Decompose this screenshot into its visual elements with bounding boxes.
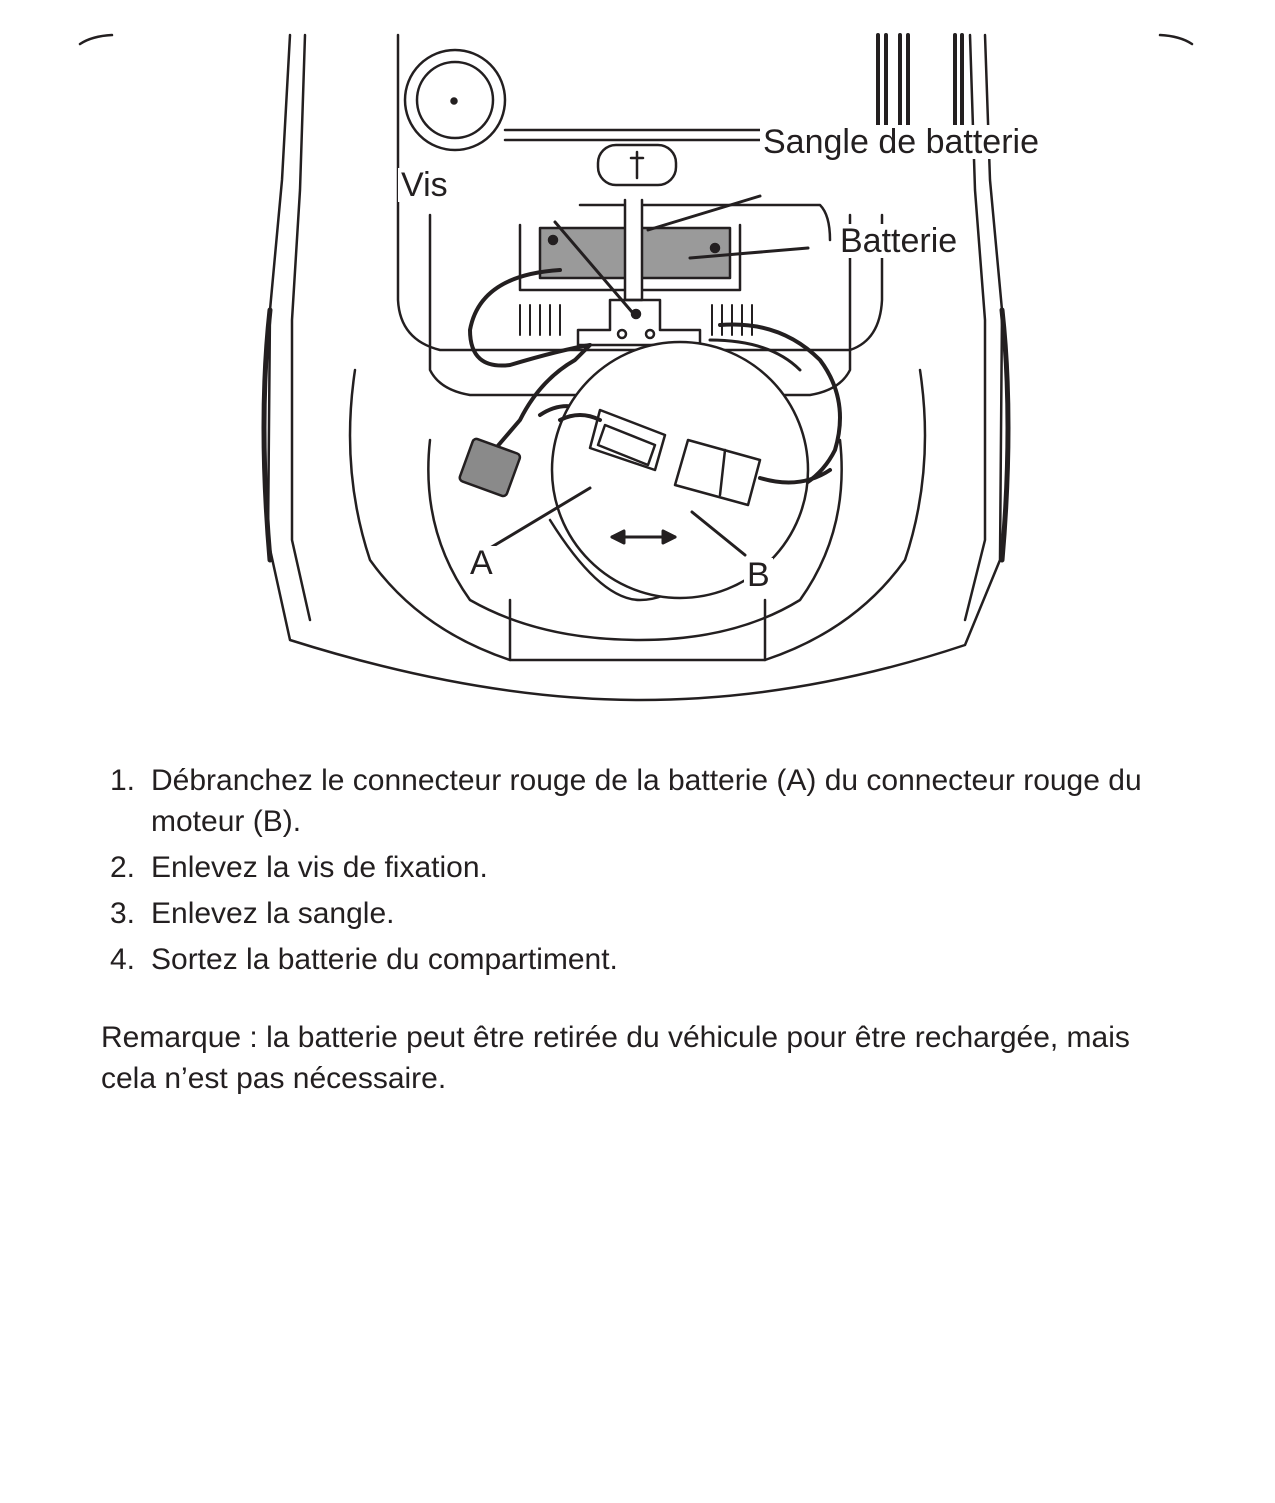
step-item: 1. Débranchez le connecteur rouge de la … bbox=[101, 760, 1181, 842]
step-item: 3. Enlevez la sangle. bbox=[101, 893, 1181, 934]
label-b: B bbox=[744, 558, 773, 592]
leader-strap bbox=[646, 194, 762, 232]
leader-vis bbox=[553, 220, 634, 314]
step-number: 2. bbox=[109, 851, 135, 884]
corner-mark-left bbox=[78, 33, 114, 46]
corner-mark-right bbox=[1158, 33, 1194, 46]
step-text: Enlevez la vis de fixation. bbox=[151, 851, 488, 884]
step-number: 4. bbox=[109, 943, 135, 976]
step-item: 4. Sortez la batterie du compartiment. bbox=[101, 939, 1181, 980]
connector-b-zoomed bbox=[673, 438, 832, 507]
step-text: Sortez la batterie du compartiment. bbox=[151, 943, 618, 976]
connector-a-zoomed bbox=[558, 408, 667, 472]
leader-battery bbox=[688, 246, 810, 260]
vehicle-body-outline bbox=[266, 33, 1004, 702]
step-number: 3. bbox=[109, 897, 135, 930]
step-item: 2. Enlevez la vis de fixation. bbox=[101, 847, 1181, 888]
label-battery-strap: Sangle de batterie bbox=[760, 125, 1042, 159]
label-a: A bbox=[467, 546, 496, 580]
step-number: 1. bbox=[109, 764, 135, 797]
leader-a bbox=[488, 486, 592, 550]
battery-connector bbox=[458, 437, 522, 498]
step-text: Débranchez le connecteur rouge de la bat… bbox=[151, 764, 1142, 838]
instruction-steps: 1. Débranchez le connecteur rouge de la … bbox=[101, 760, 1181, 985]
label-vis: Vis bbox=[398, 168, 451, 202]
battery-compartment-figure: Vis Sangle de batterie Batterie A B bbox=[0, 0, 1275, 720]
remark-note: Remarque : la batterie peut être retirée… bbox=[101, 1021, 1130, 1095]
vehicle-line-drawing bbox=[78, 33, 1194, 702]
leader-b bbox=[690, 510, 747, 557]
step-text: Enlevez la sangle. bbox=[151, 897, 395, 930]
double-arrow-icon bbox=[610, 529, 677, 545]
label-battery: Batterie bbox=[837, 224, 961, 258]
